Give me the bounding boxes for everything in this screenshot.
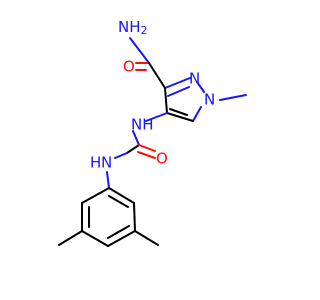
bond-ureac-nh-part [126,144,140,154]
atom-label-urea-nh-upper: NH [131,116,154,134]
label-layer: NH2 O N N NH H N O [90,18,215,172]
atom-label-amide-o: O [123,58,135,76]
bond-c5-c4-b [169,108,188,116]
bond-amide-c-n [129,37,150,64]
atom-label-urea-h-lower: H [90,154,101,172]
atom-label-amide-nh2: NH2 [118,18,148,38]
bond-ph-4b [107,225,130,239]
bond-nh-phenyl [106,171,110,189]
bond-ureac-o-1 [138,144,156,152]
bond-c3-n2-b [167,86,190,97]
bond-ph-1 [81,187,110,204]
amide-nh-subscript: 2 [141,24,148,37]
bond-ph-6b [108,195,129,208]
bond-ph-6 [108,187,135,204]
amide-nh-text: NH [118,18,141,36]
atom-label-pyrazole-n2: N [189,70,200,88]
bond-n1-methyl [219,94,247,101]
bond-ph-4 [107,230,136,247]
bond-methyl-left [58,230,83,246]
bond-methyl-right [134,230,159,246]
bond-c4-c3 [164,87,168,114]
bond-n2-n1 [196,81,205,93]
bond-ureac-o-2 [137,151,156,159]
atom-label-urea-n-lower: N [101,154,112,172]
bond-n1-c5 [192,106,202,122]
bond-nh-ureac [132,130,140,146]
atom-label-urea-o: O [156,150,168,168]
bond-c4-nh [145,112,168,122]
bond-ph-5 [133,202,136,232]
bond-c3-n2-a [164,77,191,89]
bond-layer [58,37,247,247]
bond-c5-c4-a [166,112,194,122]
molecule-structure: NH2 O N N NH H N O [58,18,247,247]
bond-ph-3 [81,230,109,247]
bond-amide-c3 [148,62,166,89]
atom-label-pyrazole-n1: N [204,91,215,109]
bond-ureac-nh-lower [114,152,128,159]
